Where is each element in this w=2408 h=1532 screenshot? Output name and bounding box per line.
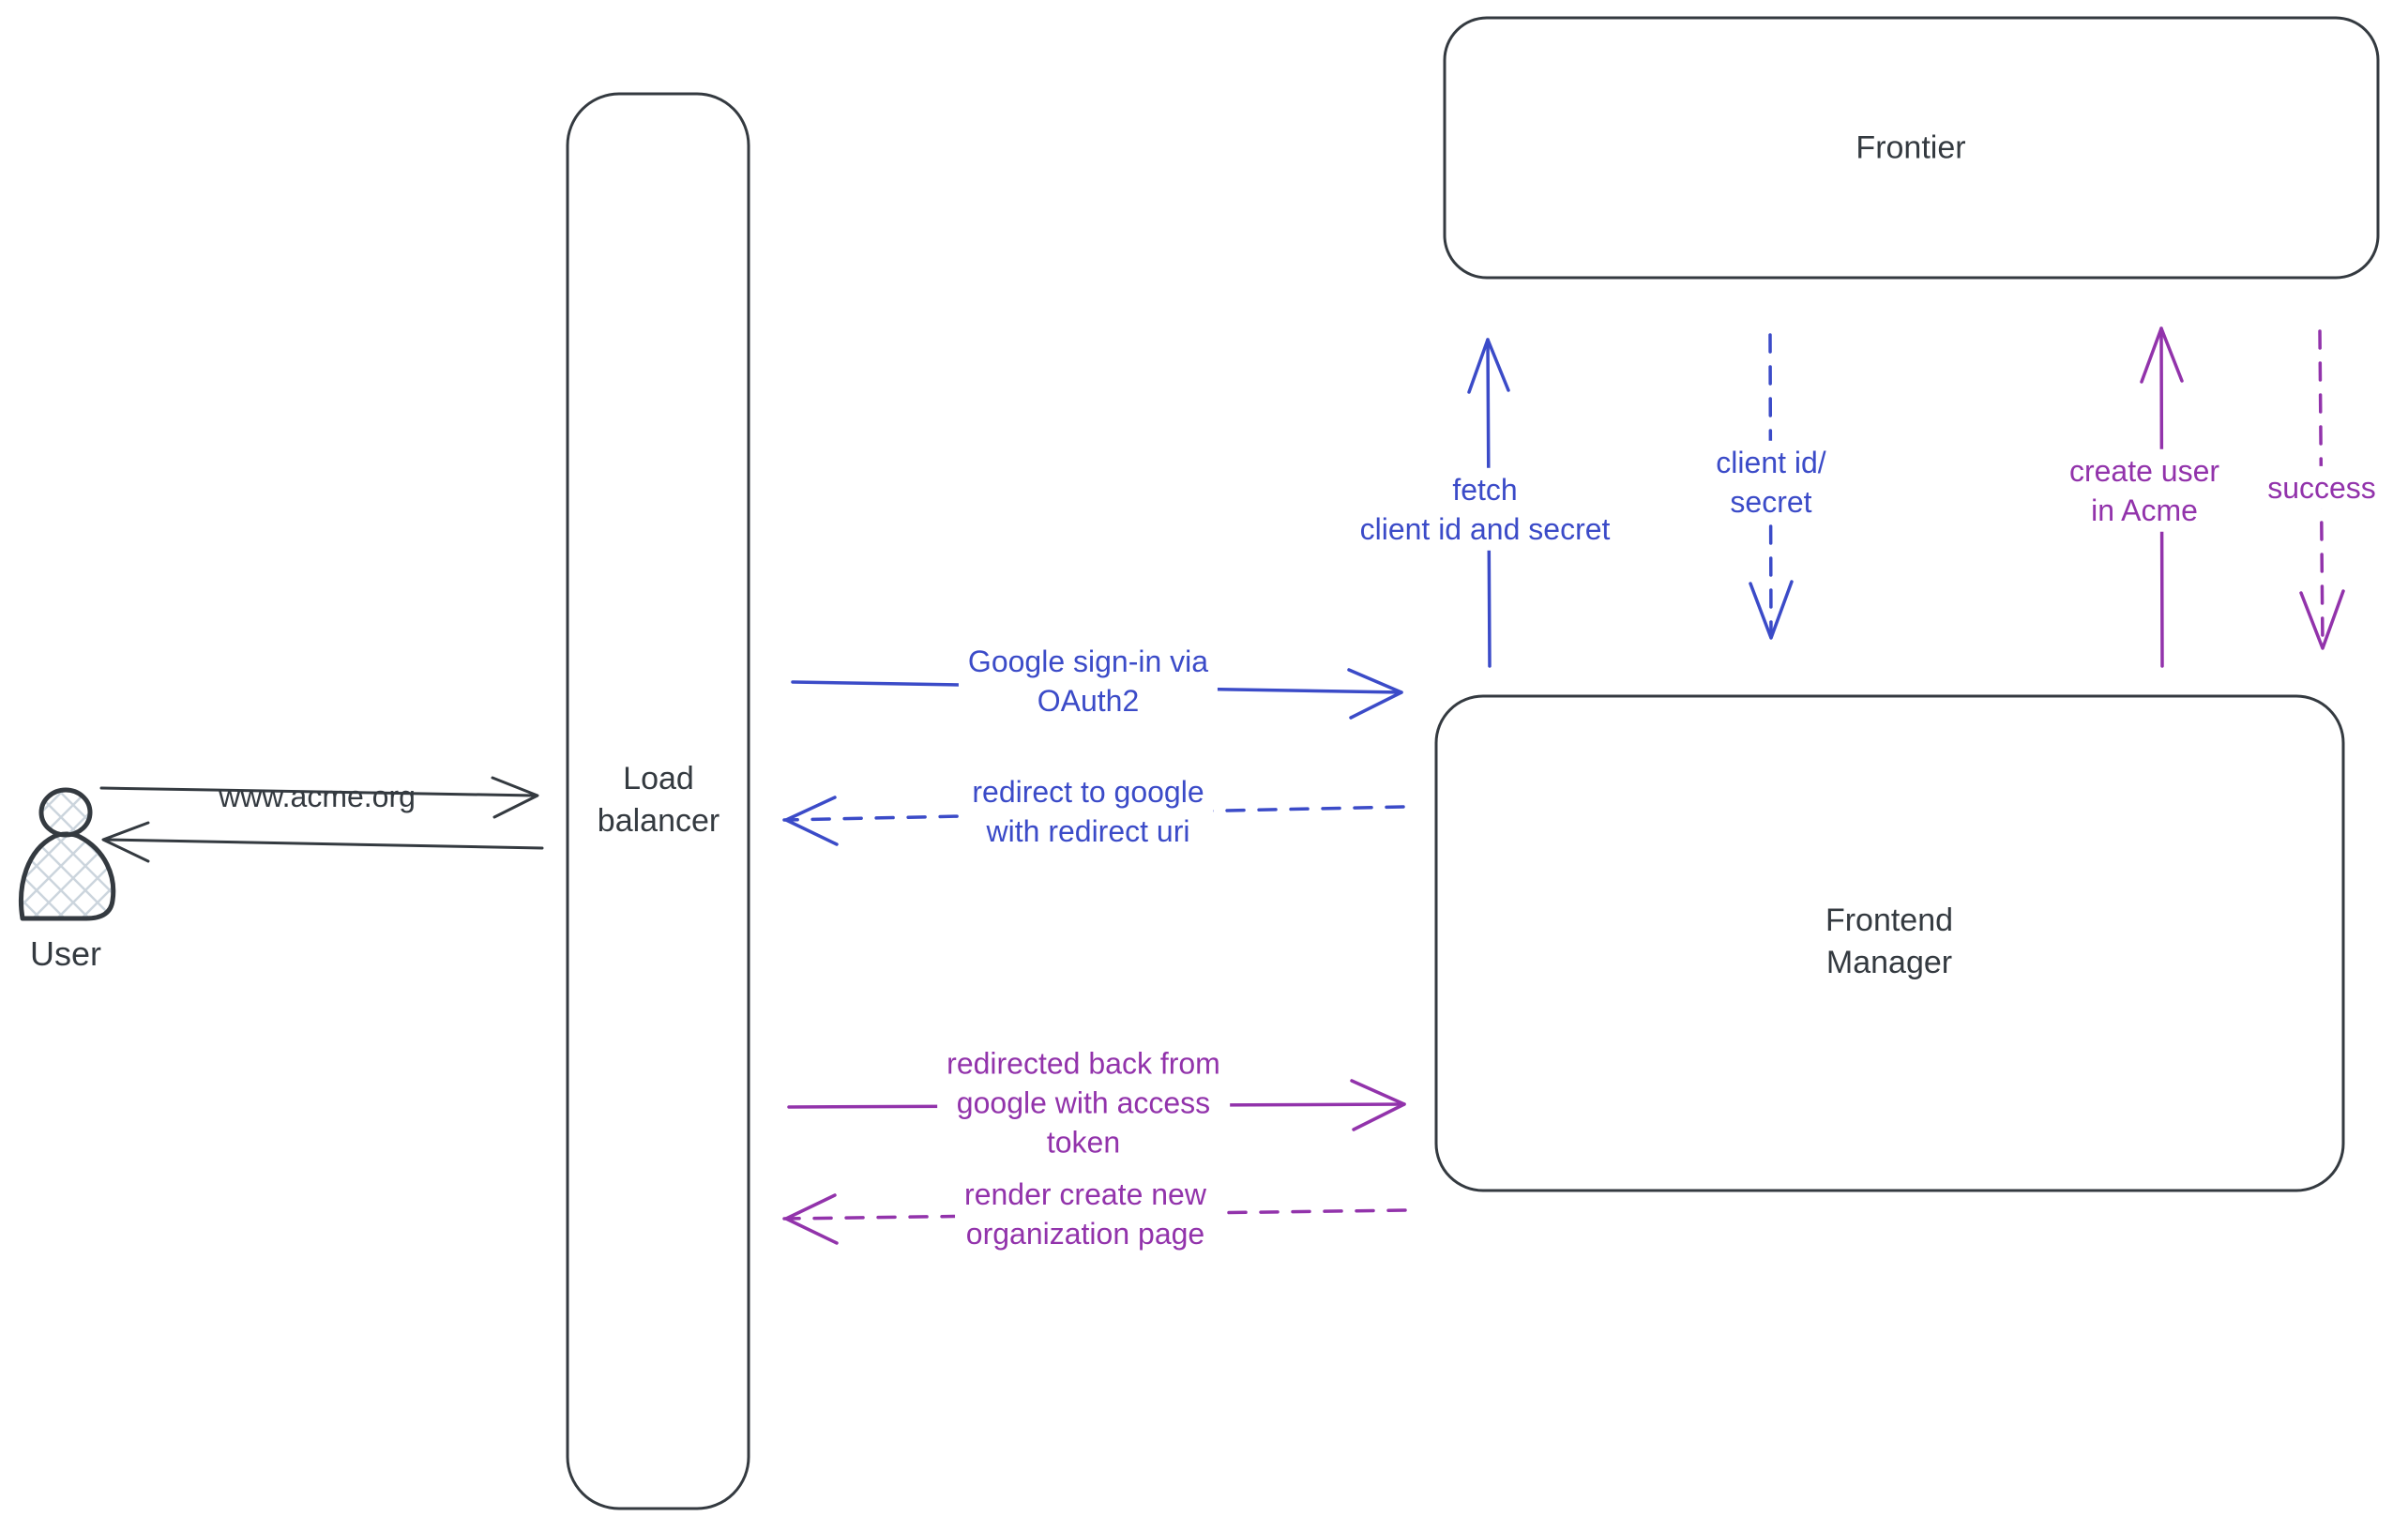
create-user-in-acme-label-line2: in Acme [2091,493,2198,527]
arrowhead-left [784,796,839,846]
google-sign-in-label-line1: Google sign-in via [967,644,1209,678]
render-create-org-label: render create new organization page [955,1172,1216,1256]
google-sign-in-label: Google sign-in via OAuth2 [958,639,1219,723]
user-person-icon [18,787,116,921]
redirected-back-label-line1: redirected back from [947,1046,1220,1081]
frontend-manager-box [1434,694,2345,1192]
user-label: User [29,934,102,974]
frontend-manager-label: Frontend Manager [1825,900,1953,984]
arrowhead-left [784,1193,839,1245]
fetch-client-id-label-line1: fetch [1452,472,1518,507]
create-user-in-acme-label-line1: create user [2068,453,2220,488]
arrow-user-return [101,821,544,863]
redirect-to-google-label-line1: redirect to google [972,774,1204,809]
render-create-org-label-line2: organization page [965,1217,1205,1251]
arrow-success [2299,329,2345,650]
frontier-box [1443,16,2380,280]
redirected-back-label-line3: token [1046,1126,1121,1160]
arrowhead-left [101,821,150,863]
arrowhead-right [491,776,539,819]
success-label: success [2258,465,2385,510]
google-sign-in-label-line2: OAuth2 [1037,684,1140,718]
load-balancer-label-line1: Load [623,761,694,797]
arrow-client-id-secret [1749,333,1794,640]
arrowhead-down [1749,580,1794,640]
www-acme-org-label: www.acme.org [219,779,416,813]
arrow-www-acme-org [99,776,539,819]
frontier-label: Frontier [1855,129,1966,166]
create-user-in-acme-label: create user in Acme [2059,448,2230,533]
render-create-org-label-line1: render create new [964,1176,1206,1211]
load-balancer-box [566,92,750,1510]
redirect-to-google-label: redirect to google with redirect uri [962,769,1214,854]
arrow-render-create-org [782,1193,1407,1245]
client-id-secret-label: client id/ secret [1706,440,1836,524]
arrowhead-right [1350,1079,1406,1131]
frontend-manager-label-line1: Frontend [1825,903,1954,939]
arrowhead-up [1467,338,1510,394]
redirect-to-google-label-line2: with redirect uri [986,814,1190,848]
arrowhead-down [2299,589,2345,650]
load-balancer-label-line2: balancer [597,803,720,839]
frontend-manager-label-line2: Manager [1825,945,1953,980]
redirected-back-label-line2: google with access [956,1085,1211,1120]
client-id-secret-label-line1: client id/ [1716,445,1826,479]
user-head [38,787,93,838]
fetch-client-id-label: fetch client id and secret [1350,467,1620,552]
arrowhead-right [1347,668,1403,720]
arrow-redirect-to-google [782,796,1405,846]
redirected-back-label: redirected back from google with access … [937,1041,1230,1165]
load-balancer-label: Load balancer [598,758,719,842]
user-body [18,831,116,921]
fetch-client-id-label-line2: client id and secret [1359,512,1611,546]
client-id-secret-label-line2: secret [1730,485,1812,519]
arrowhead-up [2140,326,2184,384]
